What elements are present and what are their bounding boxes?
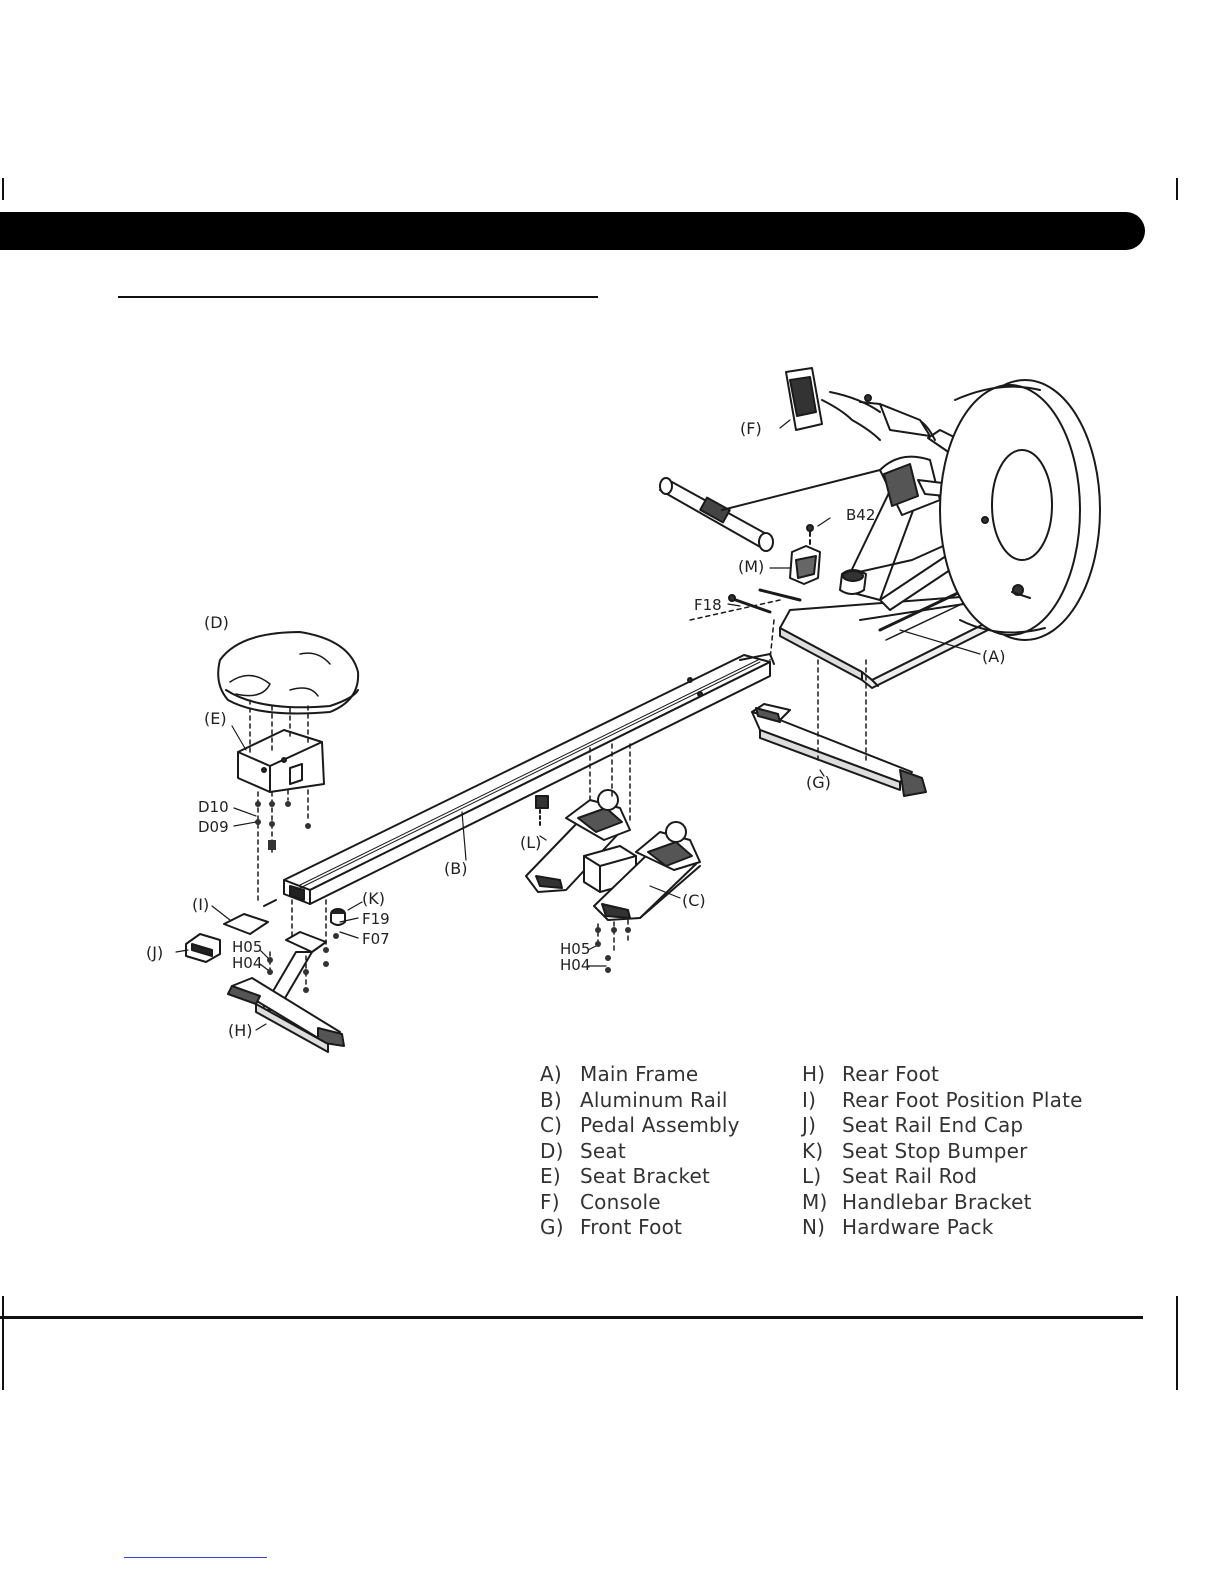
legend-item: A) Main Frame <box>540 1062 740 1088</box>
legend-letter: F) <box>540 1189 560 1214</box>
callout-j: (J) <box>146 943 163 962</box>
legend-part-name: Aluminum Rail <box>580 1087 728 1112</box>
legend-item: I) Rear Foot Position Plate <box>802 1088 1083 1114</box>
handlebar <box>659 469 881 552</box>
label-d10: D10 <box>198 798 229 816</box>
legend-item: H) Rear Foot <box>802 1062 1083 1088</box>
legend-letter: C) <box>540 1113 563 1137</box>
legend-part-name: Seat Rail End Cap <box>842 1113 1024 1137</box>
seat-rail-end-cap <box>185 933 221 963</box>
legend-letter: B) <box>540 1087 562 1112</box>
legend-part-name: Front Foot <box>580 1215 683 1239</box>
legend-letter: D) <box>540 1138 564 1163</box>
legend-part-name: Seat Bracket <box>580 1164 711 1188</box>
footer-link-underline <box>124 1557 267 1558</box>
legend-part-name: Handlebar Bracket <box>842 1189 1032 1214</box>
callout-i: (I) <box>192 895 209 914</box>
legend-item: J) Seat Rail End Cap <box>802 1113 1083 1139</box>
legend-part-name: Console <box>580 1189 661 1214</box>
legend-letter: G) <box>540 1215 564 1239</box>
legend-item: C) Pedal Assembly <box>540 1113 740 1139</box>
legend-part-name: Pedal Assembly <box>580 1113 740 1137</box>
crop-mark-bottom-right <box>1176 1296 1178 1390</box>
callout-b: (B) <box>444 859 467 878</box>
seat-cushion <box>217 631 360 715</box>
label-h05-right: H05 <box>560 940 590 958</box>
label-f18: F18 <box>694 596 722 614</box>
seat-rail-rod <box>535 795 549 827</box>
legend-item: K) Seat Stop Bumper <box>802 1139 1083 1165</box>
legend-letter: I) <box>802 1087 817 1112</box>
console <box>785 367 931 441</box>
callout-a: (A) <box>982 647 1005 666</box>
flywheel-housing <box>939 379 1101 641</box>
legend-item: E) Seat Bracket <box>540 1164 740 1190</box>
legend-part-name: Hardware Pack <box>842 1215 994 1239</box>
seat-bracket <box>237 729 325 793</box>
legend-item: B) Aluminum Rail <box>540 1088 740 1114</box>
label-f19: F19 <box>362 910 390 928</box>
legend-item: N) Hardware Pack <box>802 1215 1083 1241</box>
legend-letter: K) <box>802 1138 824 1163</box>
callout-g: (G) <box>806 773 831 792</box>
callout-d: (D) <box>204 613 229 632</box>
legend-item: F) Console <box>540 1190 740 1216</box>
callout-e: (E) <box>204 709 227 728</box>
pedal-assembly <box>525 789 701 921</box>
legend-part-name: Seat <box>580 1138 626 1163</box>
legend-letter: L) <box>802 1164 822 1188</box>
legend-letter: M) <box>802 1189 828 1214</box>
label-b42: B42 <box>846 506 875 524</box>
seat-stop-bumper <box>330 908 346 926</box>
legend-letter: N) <box>802 1215 826 1239</box>
footer-rule <box>0 1316 1143 1319</box>
label-h04-right: H04 <box>560 956 590 974</box>
legend-part-name: Seat Rail Rod <box>842 1164 978 1188</box>
callout-k: (K) <box>362 889 385 908</box>
legend-item: D) Seat <box>540 1139 740 1165</box>
legend-part-name: Rear Foot Position Plate <box>842 1087 1083 1112</box>
rear-foot-position-plate <box>223 899 277 935</box>
legend-letter: E) <box>540 1164 561 1188</box>
front-foot <box>751 703 927 797</box>
legend-part-name: Main Frame <box>580 1062 699 1086</box>
rear-foot <box>227 931 345 1053</box>
legend-part-name: Seat Stop Bumper <box>842 1138 1028 1163</box>
header-bar <box>0 212 1145 250</box>
legend-part-name: Rear Foot <box>842 1062 940 1086</box>
label-h05-left: H05 <box>232 938 262 956</box>
label-h04-left: H04 <box>232 954 262 972</box>
handlebar-bracket <box>728 524 821 614</box>
legend-item: G) Front Foot <box>540 1215 740 1241</box>
legend-letter: A) <box>540 1062 562 1086</box>
crop-mark-top-right <box>1176 178 1178 200</box>
legend-letter: J) <box>802 1113 817 1137</box>
legend-letter: H) <box>802 1062 826 1086</box>
main-frame <box>779 416 1011 689</box>
label-f07: F07 <box>362 930 390 948</box>
title-underline <box>118 296 598 298</box>
callout-l: (L) <box>520 833 541 852</box>
aluminum-rail <box>283 653 775 905</box>
legend-item: L) Seat Rail Rod <box>802 1164 1083 1190</box>
callout-c: (C) <box>682 891 706 910</box>
label-d09: D09 <box>198 818 229 836</box>
callout-h: (H) <box>228 1021 253 1040</box>
crop-mark-bottom-left <box>2 1296 4 1390</box>
legend-item: M) Handlebar Bracket <box>802 1190 1083 1216</box>
callout-f: (F) <box>740 419 762 438</box>
crop-mark-top-left <box>2 178 4 200</box>
callout-m: (M) <box>738 557 764 576</box>
